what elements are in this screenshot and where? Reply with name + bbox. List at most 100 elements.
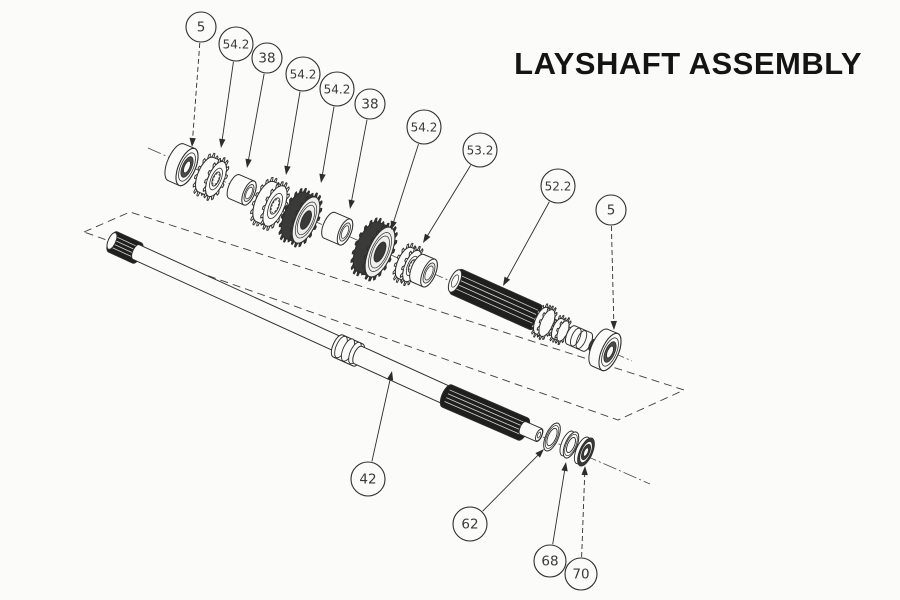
balloon-5-left: 5	[185, 11, 217, 43]
gear-hub-ring	[296, 204, 316, 236]
part-gear-4	[350, 217, 398, 282]
gear-hub-ring	[267, 193, 283, 219]
shaft-gear-root	[556, 320, 570, 342]
part-oil-seal	[573, 436, 595, 467]
gear-spline-bore	[269, 197, 281, 215]
part-gear-3	[278, 187, 323, 248]
leader-53.2	[423, 165, 471, 243]
part-gear-2	[250, 176, 290, 231]
bushing-bore-inner	[245, 186, 253, 200]
gear-face-ring	[368, 232, 392, 272]
journal-groove	[575, 330, 588, 349]
arrowhead-54.2-b	[284, 165, 291, 175]
leader-54.2-b	[284, 91, 301, 175]
balloon-circle-5-right	[595, 194, 627, 226]
washer-bore	[546, 427, 558, 447]
leader-line-54.2-c	[321, 106, 335, 178]
balloon-circle-54.2-a	[218, 26, 254, 62]
leader-70	[581, 466, 588, 558]
washer-bore	[566, 436, 576, 454]
balloon-label-70: 70	[572, 566, 589, 582]
part-splined-gear-shaft	[447, 268, 596, 352]
balloon-5-right: 5	[595, 194, 627, 226]
balloon-circle-70	[564, 557, 598, 591]
gear-root-circle	[205, 161, 227, 197]
balloon-circle-54.2-d	[406, 109, 442, 145]
part-ball-bearing-right	[588, 328, 622, 372]
balloon-label-54.2-b: 54.2	[290, 67, 317, 81]
balloon-label-53.2: 53.2	[467, 143, 494, 157]
spline-section-streak	[459, 274, 539, 311]
gear-hub-ring	[209, 167, 223, 191]
leader-68	[552, 462, 568, 545]
gear-bore	[300, 210, 312, 230]
balloon-circle-53.2	[462, 132, 498, 168]
balloon-circle-68	[533, 544, 567, 578]
gear-bore	[373, 241, 387, 263]
leader-38-b	[348, 119, 368, 209]
arrowhead-5-right	[610, 320, 617, 330]
leader-line-68	[552, 467, 566, 545]
balloon-label-38-a: 38	[258, 50, 275, 66]
rear-spline-streak	[444, 401, 521, 435]
arrowhead-38-a	[245, 158, 252, 168]
gear-hub-ring	[370, 235, 390, 269]
leader-54.2-a	[219, 61, 234, 148]
leader-52.2	[503, 201, 550, 286]
journal-section	[565, 325, 593, 352]
balloon-circle-5-left	[185, 11, 217, 43]
leader-line-42	[371, 376, 392, 462]
balloon-label-42: 42	[359, 471, 376, 487]
bearing-bore	[183, 160, 191, 174]
rear-spline-streak	[446, 397, 523, 432]
collar-ring	[334, 335, 348, 359]
front-spline-streak	[115, 236, 140, 248]
part-bushing-2	[321, 211, 354, 246]
balloon-label-62: 62	[461, 516, 478, 532]
balloon-38-a: 38	[251, 42, 283, 74]
collar-bore-inner	[424, 265, 434, 281]
balloon-label-54.2-a: 54.2	[223, 37, 250, 51]
leader-line-53.2	[425, 165, 471, 239]
gear-spline-bore	[211, 171, 221, 187]
part-bushing-1	[226, 174, 257, 206]
arrowhead-54.2-a	[219, 138, 226, 148]
spline-section-streak	[456, 283, 535, 320]
balloon-label-54.2-c: 54.2	[324, 82, 351, 96]
rear-spline-streak	[447, 393, 525, 428]
arrowhead-54.2-c	[319, 173, 326, 183]
balloon-label-5-left: 5	[197, 19, 206, 35]
leader-line-54.2-d	[392, 144, 419, 225]
rear-spline	[439, 384, 531, 441]
balloon-68: 68	[533, 544, 567, 578]
leader-line-54.2-a	[221, 61, 234, 143]
arrowhead-70	[581, 466, 588, 476]
leader-54.2-c	[319, 106, 335, 183]
balloon-label-5-right: 5	[607, 202, 616, 218]
balloon-circle-38-b	[354, 88, 386, 120]
balloon-54.2-a: 54.2	[218, 26, 254, 62]
balloon-53.2: 53.2	[462, 132, 498, 168]
balloon-70: 70	[564, 557, 598, 591]
leader-lines	[189, 42, 617, 558]
shaft-end-centerline	[542, 436, 651, 485]
front-spline-streak	[110, 246, 135, 259]
shaft-end-center	[536, 431, 542, 439]
balloon-62: 62	[452, 506, 488, 542]
balloon-label-54.2-d: 54.2	[411, 120, 438, 134]
shaft-end-face	[535, 428, 543, 442]
leader-5-left	[189, 42, 201, 147]
balloon-54.2-d: 54.2	[406, 109, 442, 145]
bushing-bore-inner	[340, 225, 350, 239]
front-spline-cap	[106, 232, 118, 250]
leader-line-70	[581, 471, 586, 558]
balloon-circle-54.2-b	[285, 56, 321, 92]
balloon-circle-38-a	[251, 42, 283, 74]
seal-bore	[583, 447, 589, 457]
leader-line-62	[482, 452, 541, 512]
arrowhead-62	[535, 449, 544, 458]
balloon-54.2-c: 54.2	[319, 71, 355, 107]
leader-42	[371, 371, 394, 462]
plane-dashed-outline	[82, 211, 686, 421]
leader-line-38-b	[350, 119, 368, 204]
